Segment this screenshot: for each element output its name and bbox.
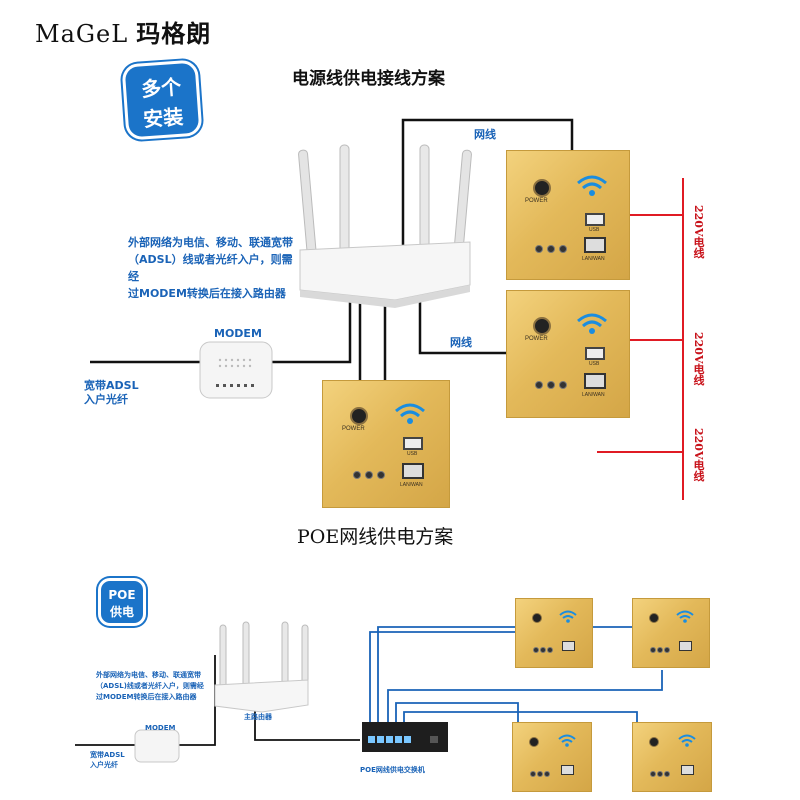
lan-label: LAN/WAN [400,482,423,488]
ethernet-port-icon [402,463,424,479]
wifi-icon [676,610,694,623]
section1-title: 电源线供电接线方案 [292,69,445,89]
modem-label-2: MODEM [145,724,176,732]
wifi-icon [678,734,696,747]
switch-label: POE网线供电交换机 [360,766,425,774]
usb-port-icon [585,347,605,360]
led-icon [530,771,536,777]
power-label: 220V电线 [692,205,705,259]
led-icon [664,771,670,777]
ethernet-port-icon [584,373,606,389]
power-label: 220V电线 [692,428,705,482]
usb-port-icon [403,437,423,450]
poe-badge: POE 供电 [98,578,146,626]
usb-label: USB [589,361,600,367]
ethernet-port-icon [562,641,575,651]
power-label: POWER [525,336,548,342]
modem-icon-2 [134,729,180,763]
adsl-label-2: 宽带ADSL 入户光纤 [90,750,125,770]
ethernet-port-icon [679,641,692,651]
led-icon [657,771,663,777]
lan-label: LAN/WAN [582,392,605,398]
wifi-icon [558,734,576,747]
led-icon [547,245,555,253]
ethernet-port-icon [681,765,694,775]
wifi-icon [559,610,577,623]
power-button-icon [529,737,539,747]
note-line: （ADSL)线或者光纤入户，则需经 [96,682,204,690]
wifi-wall-panel-small [632,598,710,668]
power-button-icon [532,613,542,623]
note-line: 过MODEM转换后在接入路由器 [96,693,197,701]
adsl-line: 入户光纤 [84,393,128,406]
cable-label: 网线 [450,336,472,349]
router-label: 主路由器 [244,713,272,721]
led-icon [547,647,553,653]
cable-label: 网线 [474,128,496,141]
wifi-icon [577,313,607,334]
led-icon [533,647,539,653]
note-line: 外部网络为电信、移动、联通宽带 [96,671,201,679]
lan-label: LAN/WAN [582,256,605,262]
external-network-note: 外部网络为电信、移动、联通宽带 （ADSL）线或者光纤入户，则需经 过MODEM… [128,234,298,302]
led-icon [547,381,555,389]
wifi-icon [395,403,425,424]
badge-line-1: POE [108,588,136,602]
usb-label: USB [407,451,418,457]
router-icon-2 [214,621,309,713]
led-icon [657,647,663,653]
power-lines [597,178,684,500]
led-icon [365,471,373,479]
led-icon [664,647,670,653]
wifi-icon [577,175,607,196]
led-icon [377,471,385,479]
led-icon [559,381,567,389]
modem-label: MODEM [214,327,262,340]
led-icon [535,245,543,253]
usb-port-icon [585,213,605,226]
power-button-icon [649,737,659,747]
led-icon [559,245,567,253]
note-line: 外部网络为电信、移动、联通宽带 [128,236,293,249]
wifi-wall-panel: POWER USB LAN/WAN [322,380,450,508]
modem-icon [199,341,273,399]
led-icon [353,471,361,479]
wifi-wall-panel: POWER USB LAN/WAN [506,150,630,280]
note-line: 过MODEM转换后在接入路由器 [128,287,286,300]
wifi-wall-panel-small [515,598,593,668]
led-icon [544,771,550,777]
power-label: POWER [525,198,548,204]
adsl-line: 宽带ADSL [84,379,139,392]
led-icon [535,381,543,389]
ethernet-port-icon [584,237,606,253]
wifi-wall-panel-small [512,722,592,792]
brand-latin: MaGeL [35,20,129,48]
router-icon [298,144,472,308]
power-button-icon [533,179,551,197]
adsl-label: 宽带ADSL 入户光纤 [84,379,139,407]
note-line: （ADSL）线或者光纤入户，则需经 [128,253,293,283]
power-button-icon [649,613,659,623]
power-label: POWER [342,426,365,432]
led-icon [537,771,543,777]
led-icon [650,647,656,653]
led-icon [540,647,546,653]
poe-switch-icon [362,722,448,752]
wifi-wall-panel-small [632,722,712,792]
ethernet-port-icon [561,765,574,775]
wifi-wall-panel: POWER USB LAN/WAN [506,290,630,418]
power-button-icon [350,407,368,425]
adsl-line: 入户光纤 [90,761,118,769]
external-network-note-2: 外部网络为电信、移动、联通宽带 （ADSL)线或者光纤入户，则需经 过MODEM… [96,670,226,703]
usb-label: USB [589,227,600,233]
brand-chinese: 玛格朗 [136,19,212,48]
power-button-icon [533,317,551,335]
badge-line-2: 供电 [109,605,134,619]
section2-title: POE网线供电方案 [297,526,454,548]
adsl-line: 宽带ADSL [90,751,125,759]
power-label: 220V电线 [692,332,705,386]
led-icon [650,771,656,777]
